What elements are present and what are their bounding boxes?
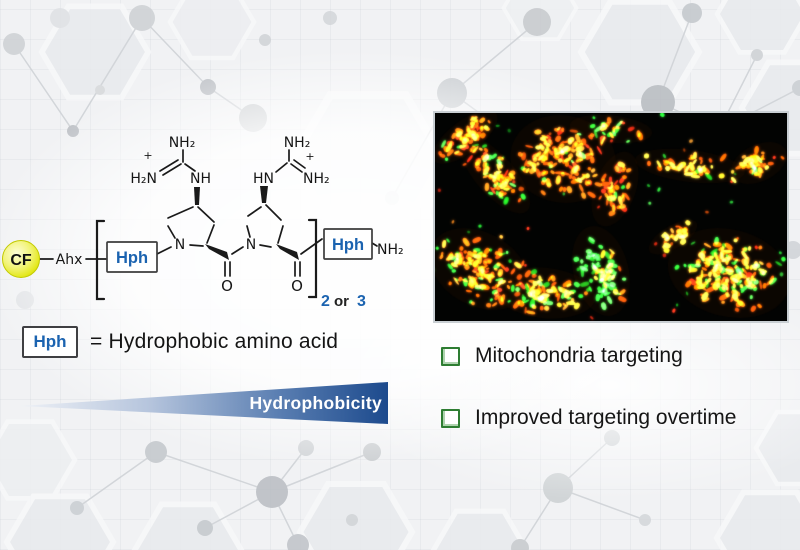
hydrophobicity-gradient-wedge: Hydrophobicity — [20, 382, 388, 424]
checkbox-bullet-icon — [441, 347, 460, 366]
finding-item-mitochondria-targeting: Mitochondria targeting — [441, 342, 800, 370]
hph-legend-definition: = Hydrophobic amino acid — [90, 330, 339, 353]
finding-label: Mitochondria targeting — [475, 344, 683, 367]
checkbox-bullet-icon — [441, 409, 460, 428]
wedge-shape — [20, 382, 388, 424]
findings-list: Mitochondria targeting Improved targetin… — [441, 342, 800, 466]
hph-legend-box: Hph — [22, 326, 78, 358]
finding-item-improved-targeting: Improved targeting overtime — [441, 404, 800, 432]
hydrophobicity-label: Hydrophobicity — [249, 393, 382, 413]
micrograph-canvas — [435, 113, 787, 321]
hph-legend: Hph = Hydrophobic amino acid — [22, 326, 338, 358]
fluorescence-micrograph — [433, 111, 789, 323]
finding-label: Improved targeting overtime — [475, 406, 737, 429]
